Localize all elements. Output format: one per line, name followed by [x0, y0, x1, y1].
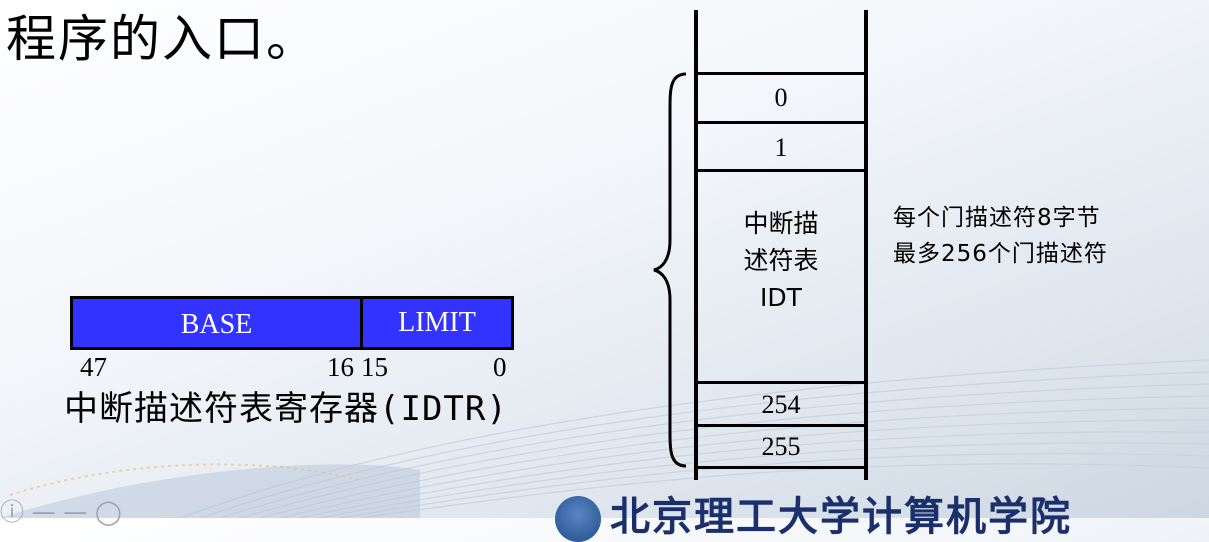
idt-entry-255: 255: [761, 432, 801, 461]
idt-title-line: 述符表: [743, 246, 819, 275]
idt-title-line: 中断描: [743, 209, 819, 238]
note-line-2: 最多256个门描述符: [893, 241, 1108, 267]
footer-left-fragment: ⓘ — — ◯: [0, 498, 122, 526]
register-caption: 中断描述符表寄存器(IDTR): [64, 389, 508, 429]
idt-divider: [694, 424, 868, 427]
bit-15-label: 15: [361, 352, 388, 382]
brace-icon: [653, 72, 687, 468]
idtr-register: BASE LIMIT: [70, 296, 514, 350]
idt-entry-1: 1: [774, 133, 788, 162]
idt-right-border: [864, 10, 868, 480]
idt-left-border: [694, 10, 698, 480]
idt-divider: [694, 466, 868, 469]
idt-title: 中断描 述符表 IDT: [698, 205, 864, 316]
slide-heading: 程序的入口。: [6, 10, 318, 68]
idt-title-line: IDT: [760, 283, 802, 312]
idt-divider: [694, 381, 868, 384]
footer-institution: 北京理工大学计算机学院: [610, 494, 1072, 540]
idt-entry-254: 254: [761, 390, 801, 419]
register-base-field: BASE: [73, 299, 363, 347]
university-logo-icon: [555, 496, 601, 542]
idt-divider: [694, 169, 868, 172]
idt-entry-0: 0: [774, 83, 788, 112]
bit-16-label: 16: [327, 352, 354, 382]
descriptor-note: 每个门描述符8字节 最多256个门描述符: [893, 200, 1108, 272]
idt-divider: [694, 72, 868, 75]
idt-divider: [694, 121, 868, 124]
bit-0-label: 0: [493, 352, 507, 382]
note-line-1: 每个门描述符8字节: [893, 205, 1101, 231]
bit-47-label: 47: [80, 352, 107, 382]
register-limit-field: LIMIT: [363, 299, 511, 347]
